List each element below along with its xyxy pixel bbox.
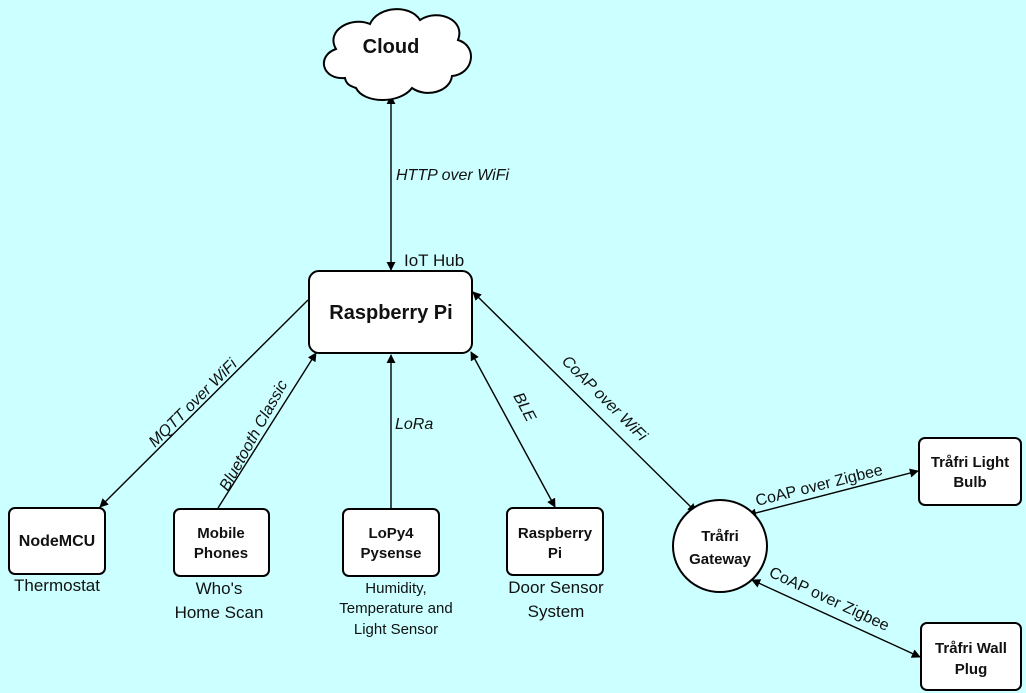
edge-label-mqtt: MQTT over WiFi — [146, 356, 241, 451]
edge-gateway-plug — [751, 579, 921, 658]
edge-mobile-hub — [217, 352, 317, 509]
rpi-door-label-line2: Pi — [548, 545, 562, 562]
edge-label-http: HTTP over WiFi — [396, 167, 509, 184]
cloud-icon — [322, 8, 472, 101]
nodemcu-label: NodeMCU — [19, 533, 95, 550]
mobile-label-line2: Phones — [194, 545, 248, 562]
plug-label-line1: Tråfri Wall — [935, 640, 1007, 657]
edge-label-coap-wifi: CoAP over WiFi — [558, 353, 650, 445]
lopy4-pysense-node: LoPy4 Pysense Humidity, Temperature and … — [339, 508, 453, 638]
trafri-gateway-node: Tråfri Gateway — [672, 499, 768, 593]
trafri-light-bulb-node: Tråfri Light Bulb — [918, 437, 1022, 506]
edge-hub-gateway — [472, 291, 697, 513]
mobile-label-line1: Mobile — [197, 525, 245, 542]
edge-label-bluetooth: Bluetooth Classic — [217, 378, 292, 494]
trafri-wall-plug-node: Tråfri Wall Plug — [920, 622, 1022, 691]
edge-gateway-bulb — [747, 468, 919, 518]
nodemcu-caption: Thermostat — [14, 576, 100, 595]
mobile-caption-line2: Home Scan — [175, 603, 264, 622]
edge-label-ble: BLE — [509, 390, 538, 425]
cloud-node: Cloud — [322, 8, 472, 101]
raspberry-pi-door-node: Raspberry Pi Door Sensor System — [506, 507, 604, 621]
edge-label-lora: LoRa — [395, 416, 433, 433]
edge-hub-nodemcu — [99, 299, 309, 508]
mobile-phones-node: Mobile Phones Who's Home Scan — [173, 508, 270, 622]
cloud-label: Cloud — [363, 36, 420, 58]
raspberry-pi-hub-node: IoT Hub Raspberry Pi — [308, 251, 473, 354]
lopy-caption-line1: Humidity, — [365, 580, 426, 597]
bulb-label-line1: Tråfri Light — [931, 454, 1009, 471]
rpi-door-caption-line1: Door Sensor — [508, 578, 604, 597]
edge-label-coap-zigbee-plug: CoAP over Zigbee — [766, 564, 892, 635]
bulb-label-line2: Bulb — [953, 474, 986, 491]
lopy-label-line1: LoPy4 — [368, 525, 414, 542]
rpi-door-caption-line2: System — [528, 602, 585, 621]
edge-label-coap-zigbee-bulb: CoAP over Zigbee — [754, 462, 885, 510]
rpi-door-label-line1: Raspberry — [518, 525, 593, 542]
plug-label-line2: Plug — [955, 661, 988, 678]
edge-hub-rpi-door — [470, 351, 556, 508]
mobile-caption-line1: Who's — [196, 579, 243, 598]
hub-label: Raspberry Pi — [329, 302, 452, 324]
gateway-label-line2: Gateway — [689, 551, 751, 568]
gateway-label-line1: Tråfri — [701, 528, 739, 545]
lopy-caption-line3: Light Sensor — [354, 621, 438, 638]
lopy-caption-line2: Temperature and — [339, 600, 452, 617]
lopy-label-line2: Pysense — [361, 545, 422, 562]
hub-caption: IoT Hub — [404, 251, 464, 270]
nodemcu-node: NodeMCU Thermostat — [8, 507, 106, 595]
